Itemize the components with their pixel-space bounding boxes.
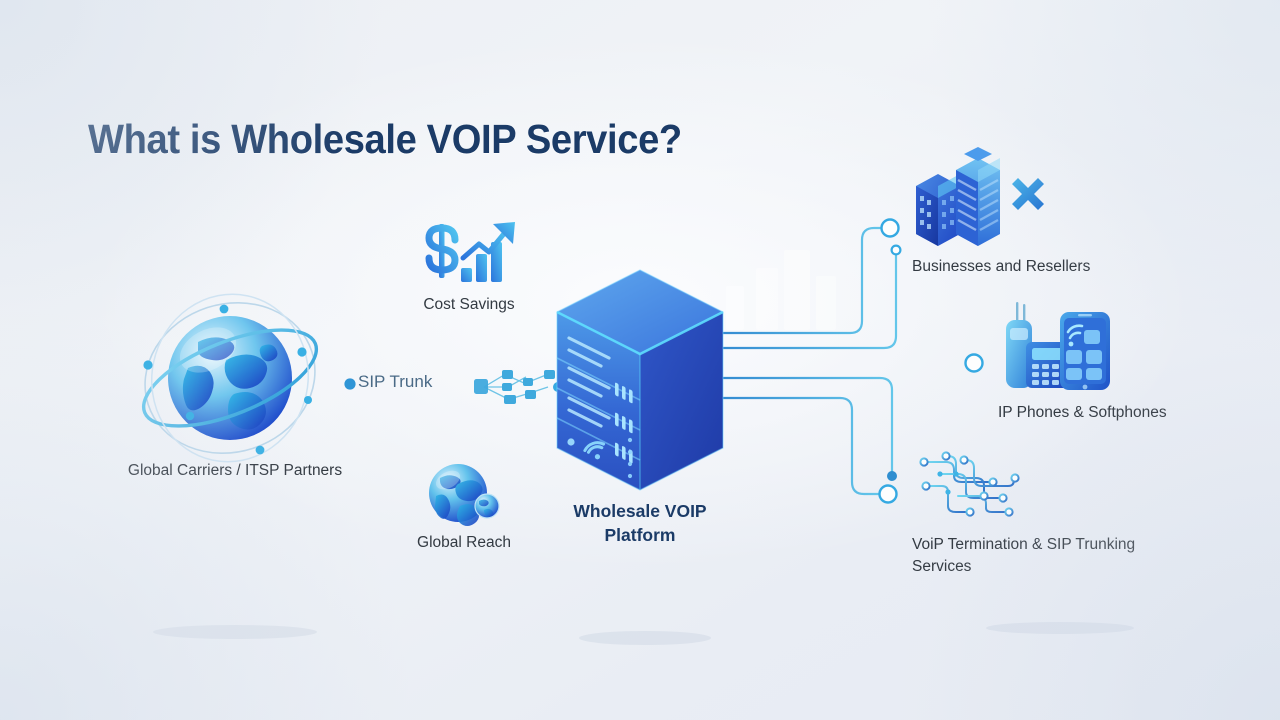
node-label-wholesale-voip-platform: Wholesale VOIP Platform [573,501,707,545]
node-global-carriers[interactable]: Global Carriers / ITSP Partners [128,290,342,479]
node-global-reach[interactable]: Global Reach [414,462,514,562]
desk-phone-smartphone-icon [1006,302,1110,390]
node-label-ip-phones-softphones: IP Phones & Softphones [998,404,1167,421]
shadow-server [579,631,711,645]
node-label-global-reach: Global Reach [417,534,511,551]
connector-label-sip-trunk: SIP Trunk [358,372,433,391]
node-label-businesses-and-resellers: Businesses and Resellers [912,258,1091,275]
circuit-traces-icon [919,451,1020,517]
dollar-growth-chart-icon [425,222,515,282]
node-ip-phones-softphones[interactable]: IP Phones & Softphones [992,302,1252,432]
node-label-global-carriers: Global Carriers / ITSP Partners [127,462,343,479]
node-label-voip-termination: VoiP Termination & SIP Trunking Services [912,536,1136,575]
node-label-cost-savings: Cost Savings [423,296,515,313]
node-wholesale-voip-platform[interactable]: Wholesale VOIP Platform [545,262,745,562]
node-cost-savings[interactable]: Cost Savings [414,218,524,322]
office-buildings-icon [916,147,1044,246]
server-tower-icon [556,269,724,491]
globe-icon [429,464,500,526]
node-sip-trunk[interactable]: SIP Trunk [358,370,563,404]
page-title: What is Wholesale VOIP Service? [88,116,682,162]
shadow-right [986,622,1134,634]
node-voip-termination[interactable]: VoiP Termination & SIP Trunking Services [906,450,1206,590]
globe-orbit-icon [141,293,319,463]
node-businesses-and-resellers[interactable]: Businesses and Resellers [900,146,1160,286]
shadow-globe [153,625,317,639]
